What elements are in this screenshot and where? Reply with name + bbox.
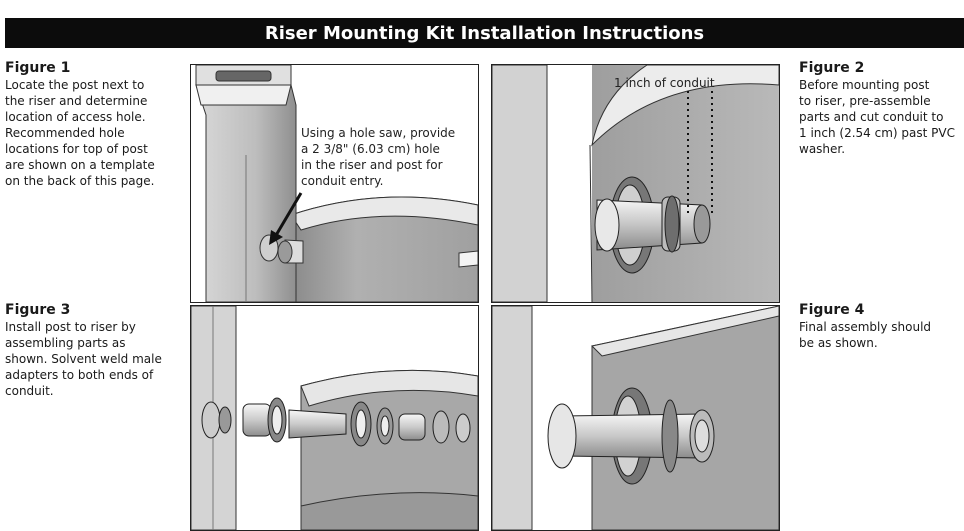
figure-1-illustration: Using a hole saw, provide a 2 3/8" (6.03…	[190, 64, 479, 303]
figure-3-body: Install post to riser by assembling part…	[5, 320, 162, 398]
figure-1-text: Figure 1 Locate the post next to the ris…	[5, 60, 185, 189]
hole-saw-callout: Using a hole saw, provide a 2 3/8" (6.03…	[301, 126, 456, 188]
figure-4-text: Figure 4 Final assembly should be as sho…	[799, 302, 964, 351]
figure-2-text: Figure 2 Before mounting post to riser, …	[799, 60, 964, 157]
figure-4-heading: Figure 4	[799, 302, 865, 318]
figure-1-heading: Figure 1	[5, 60, 71, 76]
figure-4-illustration	[491, 305, 780, 531]
figure-2-drawing	[492, 65, 779, 302]
figure-4-body: Final assembly should be as shown.	[799, 320, 932, 350]
page-title: Riser Mounting Kit Installation Instruct…	[5, 18, 964, 48]
figure-2-illustration: 1 inch of conduit	[491, 64, 780, 303]
figure-1-body: Locate the post next to the riser and de…	[5, 78, 155, 188]
figure-2-heading: Figure 2	[799, 60, 865, 76]
figure-4-drawing	[492, 306, 779, 530]
conduit-length-callout: 1 inch of conduit	[614, 76, 715, 90]
figure-3-illustration	[190, 305, 479, 531]
figure-1-drawing	[195, 65, 478, 302]
figure-3-heading: Figure 3	[5, 302, 71, 318]
figure-3-drawing	[191, 306, 478, 530]
figure-2-body: Before mounting post to riser, pre-assem…	[799, 78, 955, 156]
figure-3-text: Figure 3 Install post to riser by assemb…	[5, 302, 185, 399]
